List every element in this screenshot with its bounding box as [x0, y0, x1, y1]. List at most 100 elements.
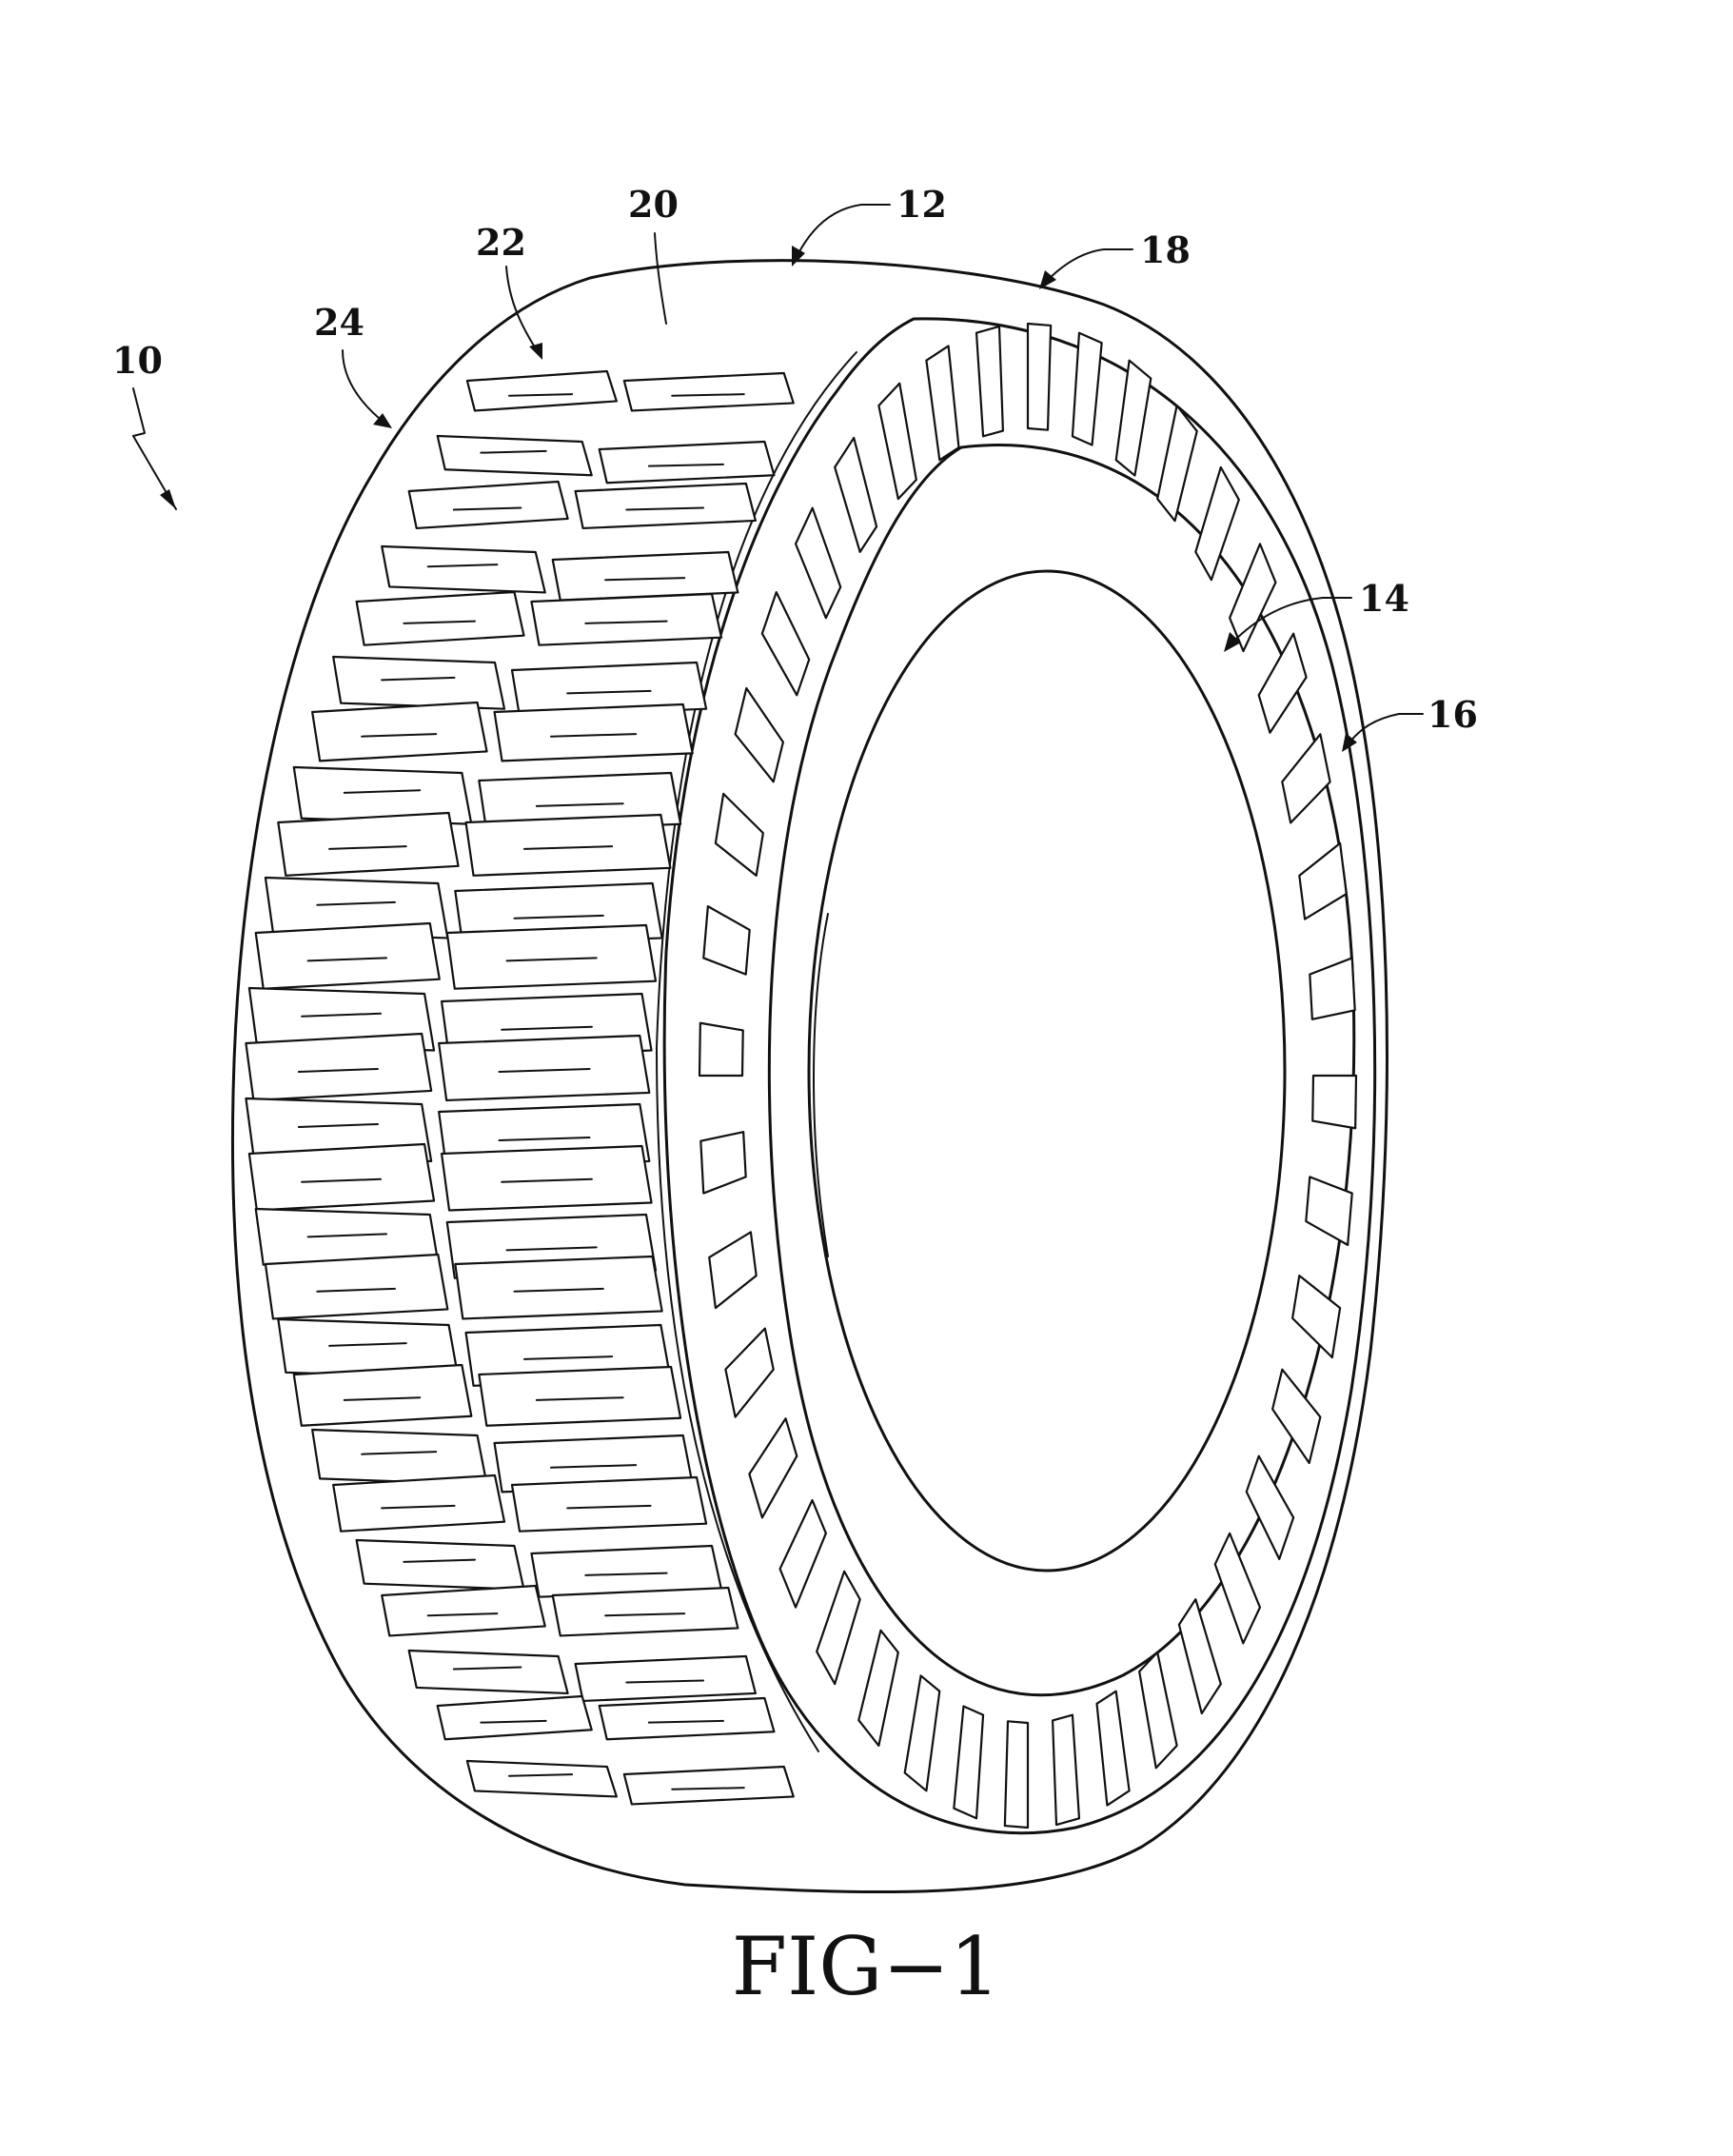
tread-sipe [381, 676, 456, 682]
tread-sipe [343, 789, 422, 794]
sidewall-lug [708, 1231, 758, 1310]
tread-block [574, 1654, 757, 1703]
tread-block [438, 1034, 651, 1102]
tread-sipe [507, 1773, 574, 1777]
sidewall-lug [1245, 1454, 1295, 1561]
figure-caption: FIG−1 [732, 1920, 1000, 2013]
tread-sipe [647, 1719, 724, 1724]
tread-block [622, 371, 795, 412]
tread-block [355, 1538, 525, 1591]
tread-block [510, 661, 708, 718]
tread-block [311, 701, 488, 762]
tread-sipe [535, 1396, 624, 1401]
sidewall-lug [953, 1705, 985, 1820]
tread-sipe [426, 1612, 499, 1617]
sidewall-lug [734, 686, 784, 783]
tread-sipe [535, 802, 624, 807]
tread-sipe [522, 1355, 614, 1360]
sidewall-lug [834, 436, 878, 553]
sidewall-lug [699, 1131, 747, 1195]
arrowhead-22 [529, 343, 542, 360]
sidewall-lug [778, 1498, 827, 1609]
tread-blocks [245, 369, 795, 1806]
tread-block [445, 923, 658, 990]
tread-block [465, 1759, 618, 1798]
tread-sipe [549, 1464, 638, 1469]
sidewall-lug [1281, 733, 1331, 824]
tread-sipe [306, 957, 388, 962]
tread-sipe [505, 957, 598, 962]
tread-block [254, 921, 441, 990]
arrowhead-24 [373, 413, 392, 428]
tread-sipe [316, 900, 396, 906]
tread-sipe [513, 1287, 604, 1293]
tread-sipe [584, 1572, 668, 1576]
reference-numerals: 10 12 14 16 18 20 22 24 [112, 183, 1478, 736]
tread-block [510, 1475, 708, 1533]
tread-block [264, 1253, 449, 1320]
ref-18: 18 [1140, 228, 1191, 271]
arrowhead-14 [1224, 632, 1241, 652]
tread-block [598, 440, 776, 485]
tread-sipe [361, 733, 438, 738]
tread-sipe [301, 1012, 383, 1018]
tread-sipe [452, 506, 522, 511]
sidewall-lug [1194, 465, 1240, 582]
leader-10 [132, 387, 177, 510]
tread-block [436, 434, 593, 477]
leader-20 [654, 232, 667, 325]
leader-24 [342, 349, 386, 425]
tread-sipe [297, 1122, 379, 1128]
tread-sipe [480, 1719, 547, 1724]
leader-14 [1231, 597, 1352, 643]
leader-18 [1046, 248, 1133, 282]
tread-block [454, 1255, 663, 1320]
tread-sipe [501, 1177, 593, 1183]
tire-sidewall [767, 444, 1356, 1697]
tread-block [493, 702, 694, 762]
tread-block [381, 1584, 546, 1637]
tread-sipe [301, 1177, 383, 1183]
sidewall-lug [1095, 1690, 1131, 1807]
sidewall-lug [1114, 359, 1152, 477]
sidewall-lug [748, 1417, 798, 1519]
sidewall-lug [724, 1327, 775, 1418]
tread-block [464, 813, 672, 877]
tread-sipe [584, 620, 668, 624]
sidewall-lug [903, 1674, 941, 1792]
tread-block [622, 1765, 795, 1806]
tread-sipe [505, 1246, 598, 1252]
sidewall-lug [1305, 1176, 1353, 1246]
sidewall-lug [1051, 1713, 1081, 1827]
sidewall-lug [1177, 1598, 1222, 1715]
ref-22: 22 [476, 221, 526, 264]
sidewall-lug [1138, 1651, 1178, 1770]
sidewall-lugs [698, 322, 1358, 1830]
tread-sipe [671, 1787, 745, 1790]
tread-block [551, 1586, 739, 1637]
sidewall-lug [1229, 543, 1277, 653]
tread-sipe [604, 1612, 686, 1617]
sidewall-lug [877, 382, 917, 501]
tread-block [332, 1474, 506, 1533]
tread-sipe [522, 845, 614, 850]
sidewall-lug [1003, 1720, 1030, 1830]
leader-16 [1349, 713, 1424, 743]
tread-sipe [381, 1504, 456, 1510]
sidewall-lug [760, 590, 811, 697]
leader-22 [505, 266, 539, 353]
tread-sipe [403, 1558, 477, 1563]
leader-12 [797, 204, 891, 256]
tread-sipe [361, 1451, 438, 1455]
tread-block [277, 811, 460, 877]
sidewall-lug [1257, 632, 1308, 734]
tread-sipe [426, 564, 499, 568]
sidewall-lug [1213, 1532, 1262, 1645]
tread-sipe [513, 914, 604, 920]
tread-block [292, 1363, 473, 1427]
tire-outer-profile [230, 259, 1388, 1894]
tread-sipe [604, 577, 686, 582]
tread-sipe [549, 733, 638, 738]
ref-10: 10 [112, 339, 163, 382]
